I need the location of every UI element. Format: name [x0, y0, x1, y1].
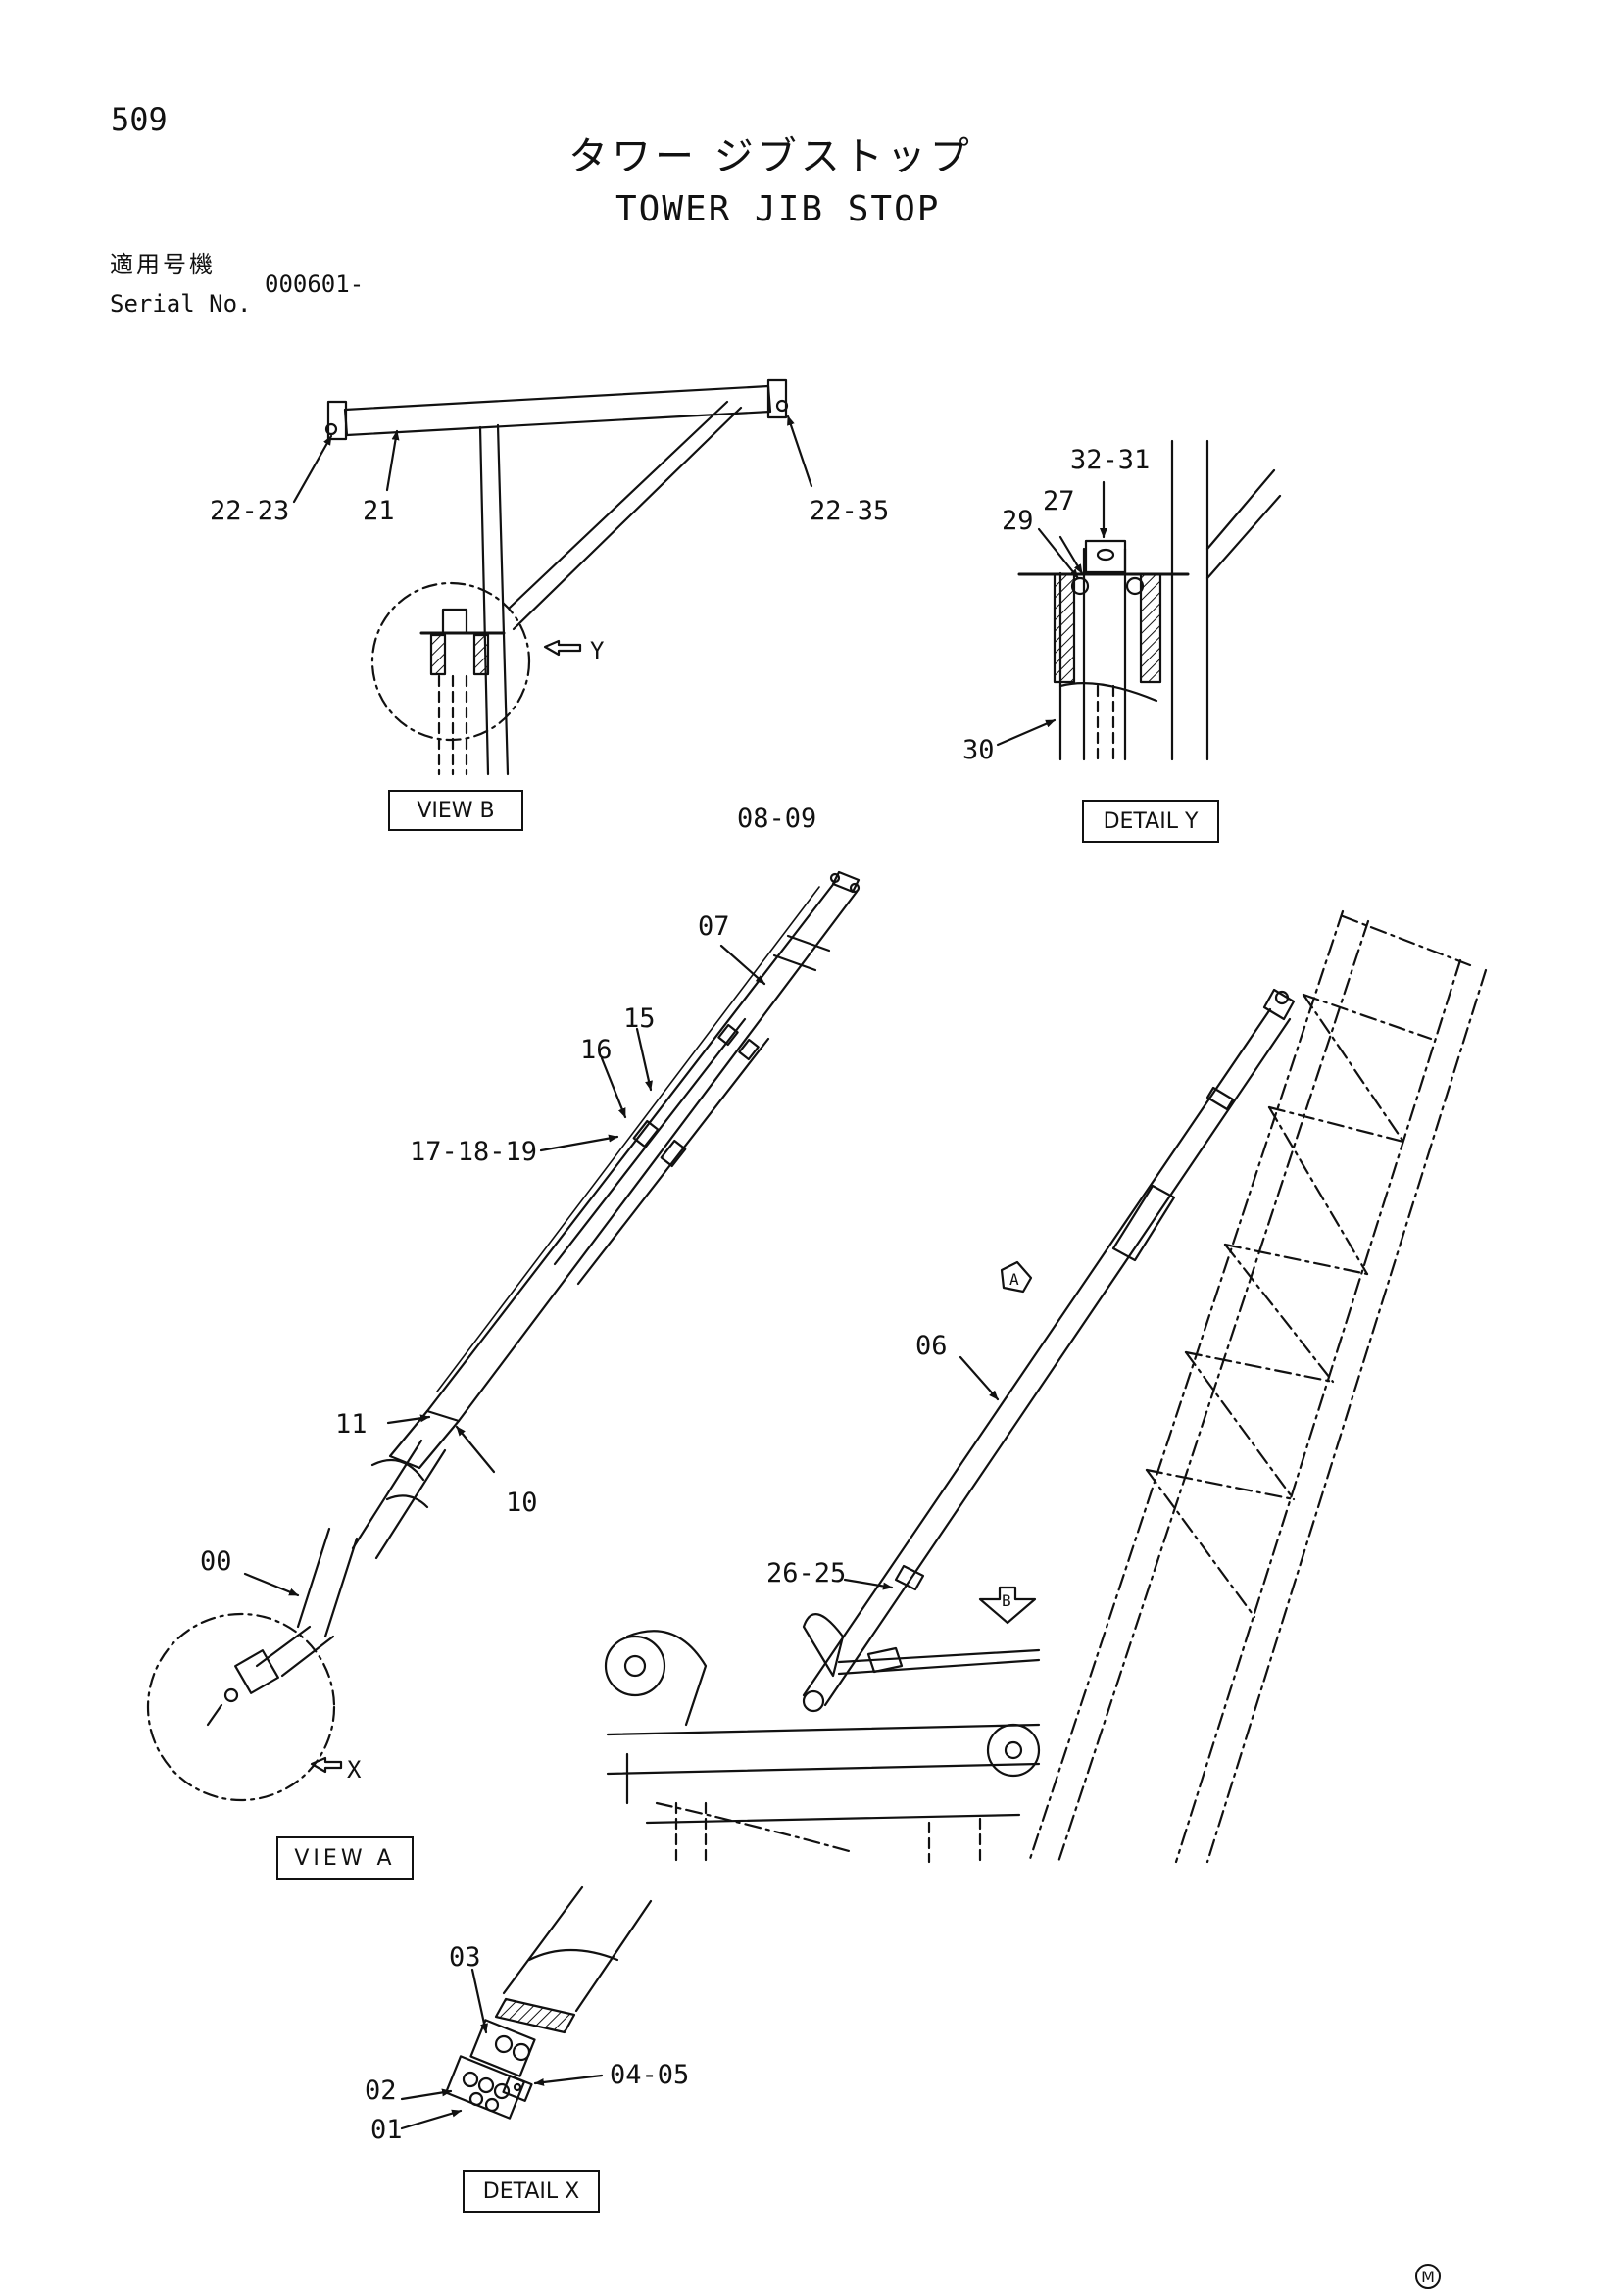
pointer-x-letter: X — [347, 1756, 362, 1783]
part-label-26-25: 26-25 — [766, 1558, 847, 1588]
part-label-21: 21 — [363, 496, 395, 526]
part-label-22-23: 22-23 — [210, 496, 290, 526]
view-a-label: VIEW A — [276, 1836, 414, 1880]
serial-label-japanese: 適用号機 — [110, 251, 216, 278]
part-label-32-31: 32-31 — [1070, 445, 1151, 475]
part-label-06: 06 — [915, 1331, 948, 1361]
pointer-y-letter: Y — [590, 637, 605, 664]
part-label-27: 27 — [1043, 486, 1075, 516]
part-label-11: 11 — [335, 1409, 368, 1440]
view-b-drawing — [292, 378, 813, 776]
part-label-04-05: 04-05 — [610, 2060, 690, 2090]
serial-label-english: Serial No. — [110, 290, 252, 318]
part-label-10: 10 — [506, 1488, 538, 1518]
part-label-02: 02 — [365, 2076, 397, 2106]
part-label-15: 15 — [623, 1003, 656, 1034]
corner-m-mark: M — [1415, 2264, 1441, 2289]
part-label-17-18-19: 17-18-19 — [410, 1137, 538, 1167]
part-label-16: 16 — [580, 1035, 613, 1065]
part-label-07: 07 — [698, 911, 730, 942]
detail-x-label: DETAIL X — [463, 2170, 600, 2213]
part-label-29: 29 — [1002, 506, 1034, 536]
part-label-03: 03 — [449, 1942, 481, 1973]
arrow-b-letter: B — [1002, 1591, 1011, 1610]
part-label-08-09: 08-09 — [737, 804, 817, 834]
part-label-22-35: 22-35 — [810, 496, 890, 526]
serial-value: 000601- — [265, 270, 365, 298]
title-english: TOWER JIB STOP — [615, 189, 941, 229]
jib-assembly-drawing — [604, 909, 1488, 1864]
detail-y-drawing — [996, 439, 1282, 761]
detail-x-drawing — [400, 1885, 653, 2130]
arrow-a-letter: A — [1009, 1270, 1019, 1289]
view-a-drawing — [146, 870, 861, 1802]
page-number: 509 — [111, 101, 168, 138]
view-b-label: VIEW B — [388, 790, 523, 831]
part-label-00: 00 — [200, 1546, 232, 1577]
part-label-30: 30 — [962, 735, 995, 765]
detail-y-label: DETAIL Y — [1082, 800, 1219, 843]
part-label-01: 01 — [370, 2115, 403, 2145]
title-japanese: タワー ジブストップ — [568, 134, 973, 179]
